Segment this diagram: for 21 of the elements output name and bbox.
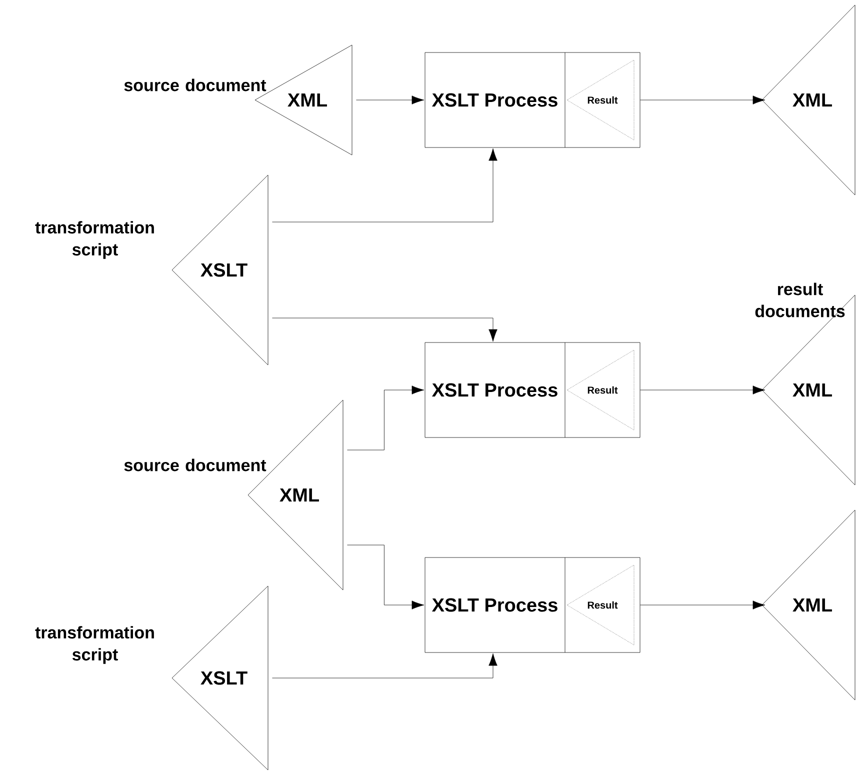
arrow <box>640 600 766 610</box>
result-triangle: Result <box>566 564 634 646</box>
arrow <box>356 96 424 104</box>
result-triangle: Result <box>566 60 634 140</box>
arrow <box>272 318 498 342</box>
document-caption: source document <box>124 78 266 92</box>
arrow <box>272 148 498 222</box>
group-label: result documents <box>755 282 845 318</box>
document-triangle: XSLT <box>172 174 268 366</box>
document-triangle: XML <box>762 4 856 196</box>
result-triangle: Result <box>566 350 634 430</box>
document-triangle: XSLT <box>172 586 268 770</box>
document-caption: transformation script <box>35 221 154 259</box>
arrow <box>640 96 766 104</box>
document-triangle: XML <box>762 510 856 700</box>
document-caption: source document <box>124 458 266 472</box>
arrow <box>347 386 424 450</box>
document-caption: transformation script <box>35 626 154 664</box>
arrow <box>640 386 766 394</box>
arrow <box>272 653 498 678</box>
arrow <box>347 544 424 610</box>
